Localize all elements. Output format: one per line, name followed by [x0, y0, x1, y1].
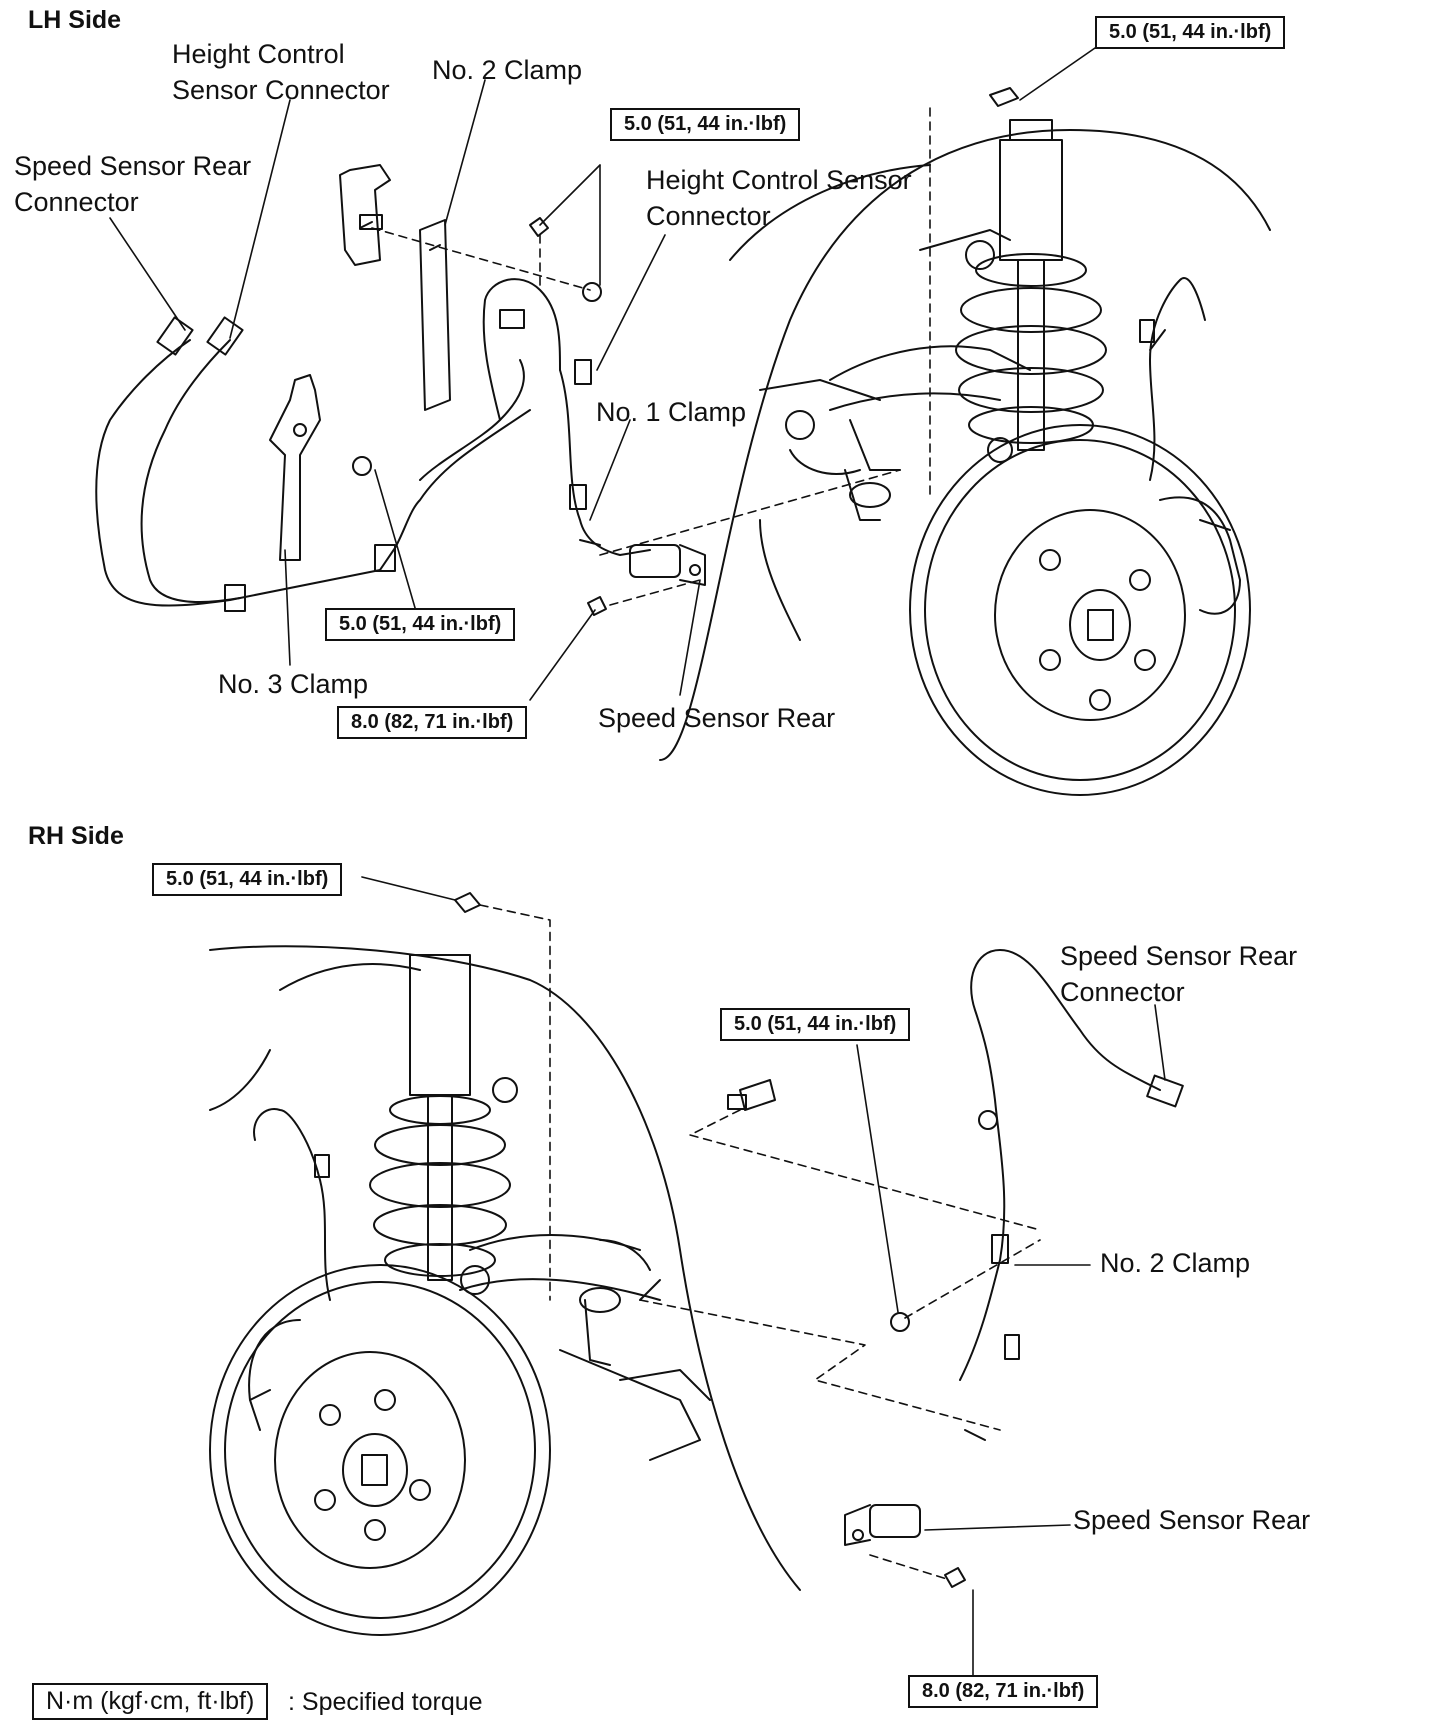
rh-wheel-arch	[209, 945, 801, 1591]
lh-hub-sensor-wire	[1139, 277, 1206, 481]
rh-heading: RH Side	[28, 822, 124, 850]
lh-harness	[95, 278, 651, 612]
label-lh-speed-sensor-rear: Speed Sensor Rear	[598, 703, 836, 733]
torque-lh-mid: 5.0 (51, 44 in.·lbf)	[610, 108, 801, 141]
label-lh-no3-clamp: No. 3 Clamp	[218, 669, 369, 699]
legend-text: : Specified torque	[288, 1688, 483, 1716]
lh-no2-clamp-bracket	[419, 219, 451, 411]
label-lh-height-control-connector-left: Height Control Sensor Connector	[172, 39, 390, 105]
rh-leaders	[361, 876, 1166, 1691]
lh-dashed-guides	[371, 107, 931, 606]
rh-strut-spring	[369, 954, 518, 1281]
rh-bracket	[727, 1079, 776, 1111]
torque-lh-top-right: 5.0 (51, 44 in.·lbf)	[1095, 16, 1286, 49]
torque-lh-bolt: 8.0 (82, 71 in.·lbf)	[337, 706, 528, 739]
lh-leaders	[109, 47, 1096, 701]
label-lh-no2-clamp: No. 2 Clamp	[432, 55, 583, 85]
rh-speed-sensor-body	[844, 1504, 921, 1546]
lh-heading: LH Side	[28, 6, 122, 34]
label-rh-no2-clamp: No. 2 Clamp	[1100, 1248, 1251, 1278]
rh-control-arm	[459, 1234, 711, 1461]
rh-brake-disc	[209, 1264, 551, 1636]
lh-bracket-plate	[339, 164, 391, 266]
legend-unit-box: N·m (kgf·cm, ft·lbf)	[32, 1683, 269, 1720]
rh-dashed-guides	[479, 904, 1041, 1581]
torque-lh-low: 5.0 (51, 44 in.·lbf)	[325, 608, 516, 641]
lh-wheel-arch	[659, 129, 1271, 761]
torque-rh-bolt: 8.0 (82, 71 in.·lbf)	[908, 1675, 1099, 1708]
lh-control-arm	[759, 345, 1031, 521]
torque-rh-mid: 5.0 (51, 44 in.·lbf)	[720, 1008, 911, 1041]
lh-bolts	[352, 87, 1019, 616]
label-lh-no1-clamp: No. 1 Clamp	[596, 397, 747, 427]
lh-strut-spring	[919, 119, 1107, 451]
label-rh-speed-sensor-rear-connector: Speed Sensor Rear Connector	[1060, 941, 1298, 1007]
lh-small-bracket	[269, 374, 321, 561]
label-lh-height-control-connector-right: Height Control Sensor Connector	[646, 165, 912, 231]
torque-rh-top: 5.0 (51, 44 in.·lbf)	[152, 863, 343, 896]
label-rh-speed-sensor-rear: Speed Sensor Rear	[1073, 1505, 1311, 1535]
rh-hub-sensor-wire	[253, 1108, 661, 1301]
lh-brake-disc	[909, 424, 1251, 796]
rh-harness	[959, 949, 1184, 1441]
label-lh-speed-sensor-rear-connector: Speed Sensor Rear Connector	[14, 151, 252, 217]
